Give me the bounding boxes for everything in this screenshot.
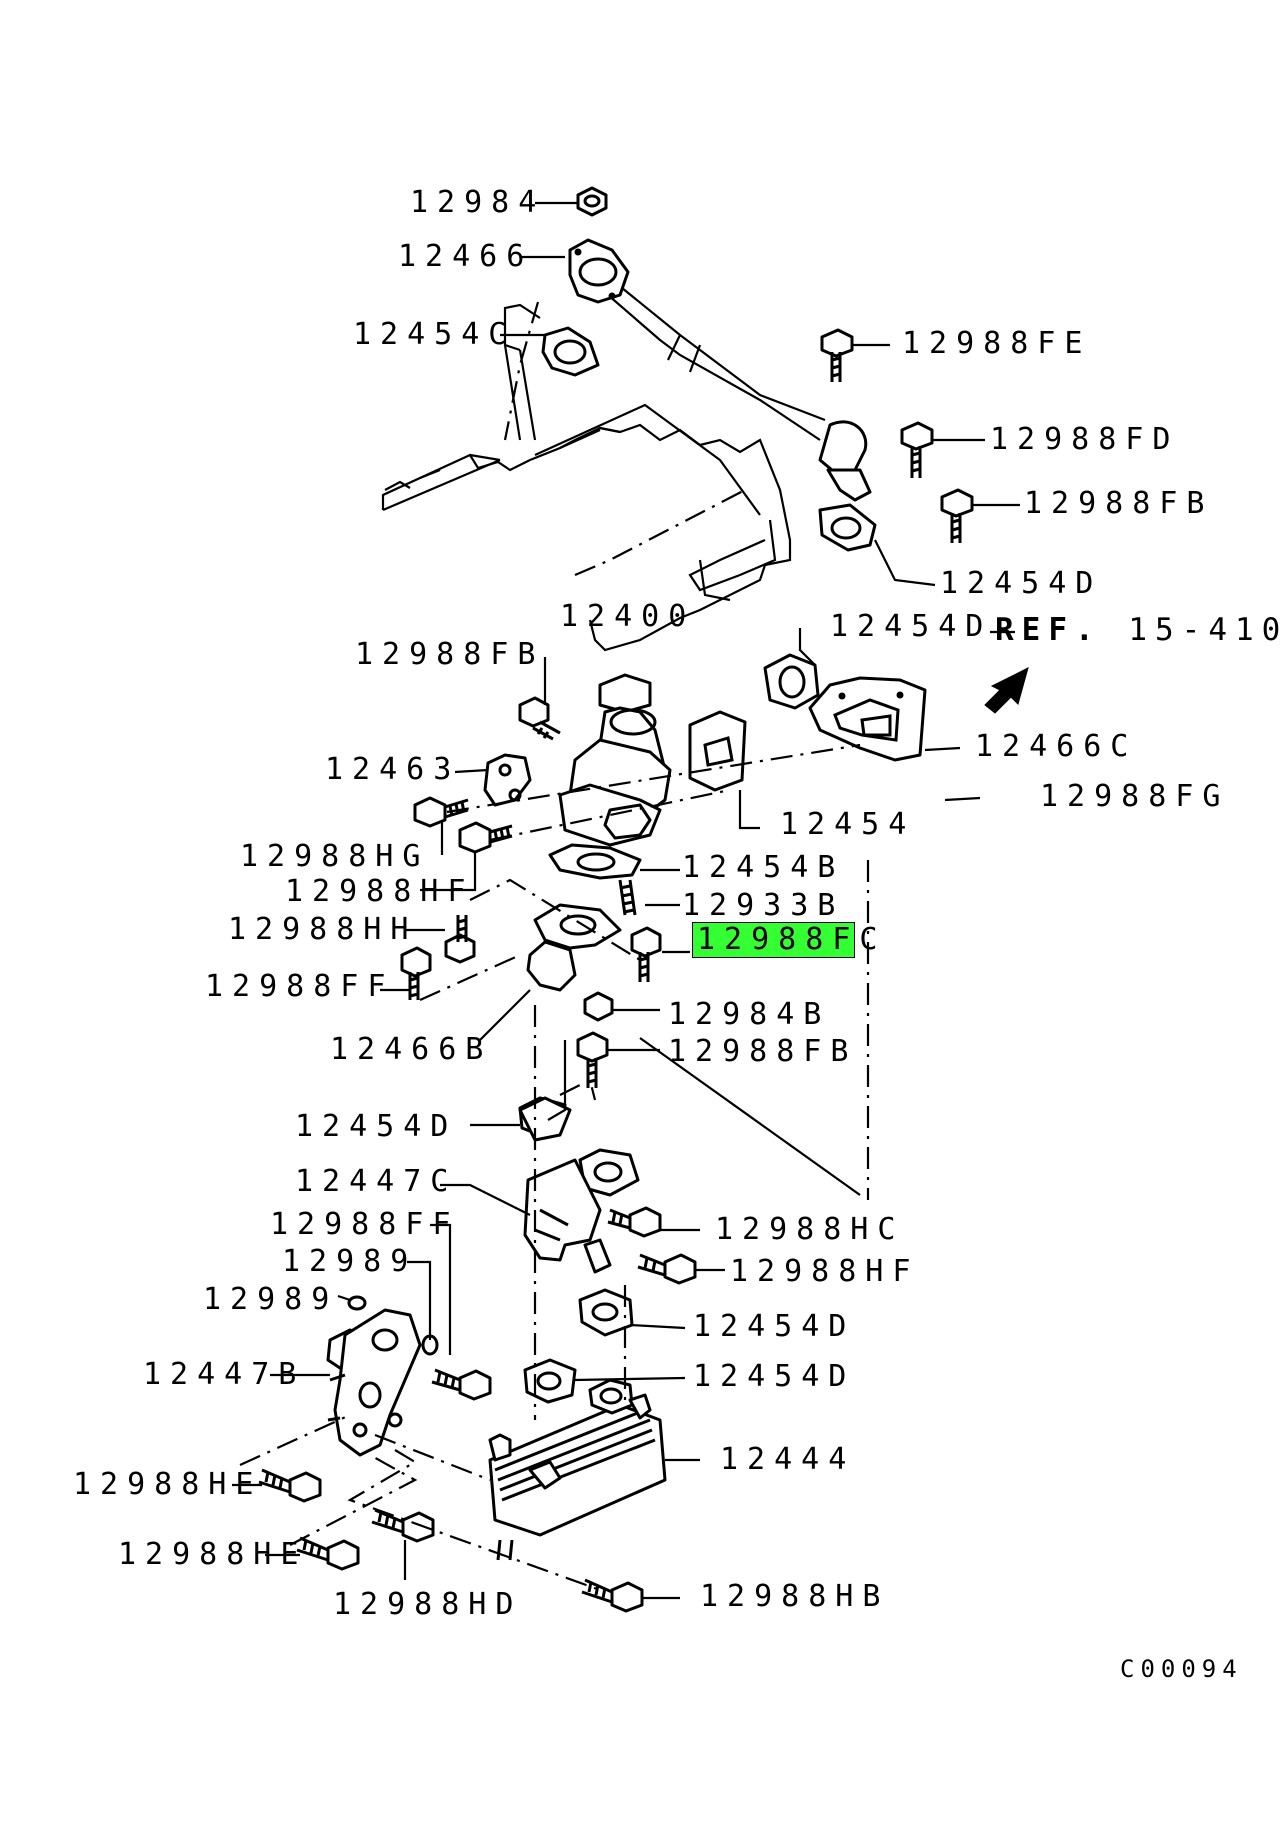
- engine-block-outline: [381, 303, 792, 652]
- label-12444[interactable]: 12444: [720, 1442, 856, 1477]
- gasket-12454d-upper-drawing: [763, 653, 820, 710]
- label-12988hf-lower[interactable]: 12988HF: [730, 1254, 920, 1289]
- gasket-12454b-drawing: [548, 843, 642, 880]
- flange-12466-drawing: [568, 238, 630, 304]
- elbow-12466b-drawing: [526, 903, 622, 992]
- bolt-12988fb-lower-drawing: [576, 1031, 609, 1088]
- label-12988ff-upper[interactable]: 12988FF: [205, 969, 395, 1004]
- label-12988ff-lower[interactable]: 12988FF: [270, 1207, 460, 1242]
- bolts-upper-right: [820, 328, 974, 543]
- ref-label[interactable]: REF. 15-410: [995, 613, 1283, 647]
- elbow-gasket-drawing: [818, 503, 877, 552]
- label-12400[interactable]: 12400: [560, 599, 696, 634]
- ref-arrow: [984, 667, 1029, 714]
- label-12454c[interactable]: 12454C: [353, 317, 516, 352]
- plate-12454-drawing: [688, 710, 747, 792]
- cooler-12444-drawing: [488, 1378, 667, 1561]
- label-12454d-flange[interactable]: 12454D: [830, 609, 993, 644]
- bracket-12447b-drawing: [326, 1308, 422, 1457]
- label-12989-upper[interactable]: 12989: [282, 1244, 418, 1279]
- label-12984[interactable]: 12984: [410, 185, 546, 220]
- label-12984b[interactable]: 12984B: [668, 997, 831, 1032]
- egr-valve-12400-drawing: [558, 673, 672, 847]
- gaskets-12454d-lower: [518, 1096, 634, 1404]
- bolts-lower-right: [607, 1206, 697, 1285]
- label-12988fb-lower[interactable]: 12988FB: [668, 1034, 858, 1069]
- label-12454d-bottom[interactable]: 12454D: [693, 1359, 856, 1394]
- label-12466c[interactable]: 12466C: [975, 729, 1138, 764]
- label-12988fb-upper[interactable]: 12988FB: [1024, 486, 1214, 521]
- stud-12933b-drawing: [618, 879, 637, 916]
- label-12454d-upper[interactable]: 12454D: [940, 566, 1103, 601]
- label-12988hh[interactable]: 12988HH: [228, 912, 418, 947]
- label-12988fb-left[interactable]: 12988FB: [355, 637, 545, 672]
- bracket-12463-drawing: [483, 753, 532, 807]
- bolts-left-upper: [413, 696, 561, 854]
- label-12988fc-highlighted[interactable]: 12988FC: [692, 922, 877, 958]
- flange-12466c-drawing: [808, 676, 927, 762]
- label-12989-lower[interactable]: 12989: [203, 1282, 339, 1317]
- ref-value: 15-410: [1128, 612, 1283, 648]
- label-12466b[interactable]: 12466B: [330, 1032, 493, 1067]
- diagram-code: C00094: [1120, 1655, 1243, 1683]
- ref-prefix: REF.: [995, 612, 1102, 648]
- label-12988hf-upper[interactable]: 12988HF: [285, 874, 475, 909]
- bolts-lower-left: [258, 1368, 644, 1613]
- label-12988hb[interactable]: 12988HB: [700, 1579, 890, 1614]
- label-12454d-middle[interactable]: 12454D: [295, 1109, 458, 1144]
- label-12988hc[interactable]: 12988HC: [715, 1212, 905, 1247]
- label-12454[interactable]: 12454: [780, 807, 916, 842]
- label-12988hd[interactable]: 12988HD: [333, 1587, 523, 1622]
- label-12988fd[interactable]: 12988FD: [990, 422, 1180, 457]
- label-12463[interactable]: 12463: [325, 752, 461, 787]
- bolts-middle: [400, 915, 662, 1000]
- label-12988fe[interactable]: 12988FE: [902, 326, 1092, 361]
- label-12988hg[interactable]: 12988HG: [240, 839, 430, 874]
- label-12988he-lower[interactable]: 12988HE: [118, 1537, 308, 1572]
- label-12447c[interactable]: 12447C: [295, 1164, 458, 1199]
- nut-12984b-drawing: [583, 991, 614, 1022]
- gasket-12454c-drawing: [541, 326, 600, 377]
- label-12454d-lower[interactable]: 12454D: [693, 1309, 856, 1344]
- label-12454b[interactable]: 12454B: [682, 850, 845, 885]
- label-12933b[interactable]: 12933B: [682, 888, 845, 923]
- exhaust-pipe: [589, 261, 872, 502]
- nut-12984-drawing: [576, 186, 608, 217]
- dashed-alignment-lines: [239, 301, 870, 1592]
- label-12466[interactable]: 12466: [398, 239, 534, 274]
- label-12988fg[interactable]: 12988FG: [1040, 779, 1230, 814]
- leader-lines: [232, 201, 1020, 1600]
- label-12447b[interactable]: 12447B: [143, 1357, 306, 1392]
- label-12988he-upper[interactable]: 12988HE: [73, 1467, 263, 1502]
